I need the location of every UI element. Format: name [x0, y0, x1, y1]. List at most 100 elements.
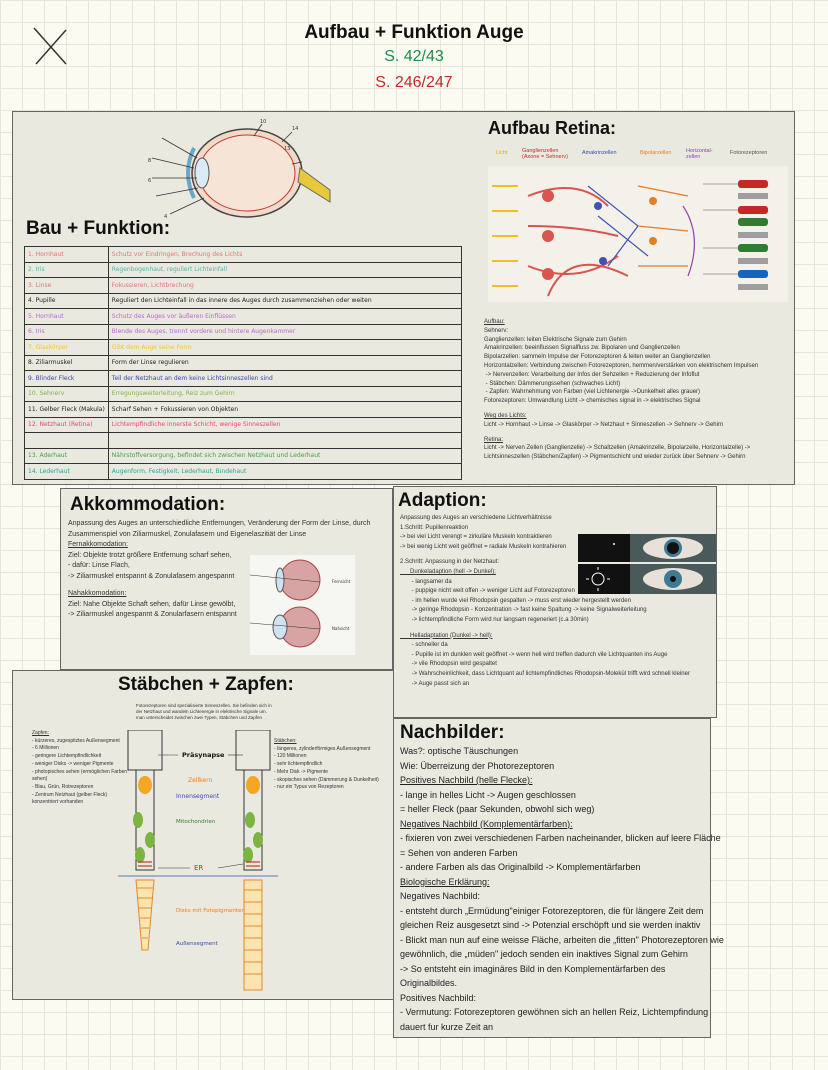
staebchen-panel — [12, 670, 394, 1000]
page-title: Aufbau + Funktion Auge — [304, 22, 524, 43]
text-line: - Blickt man nun auf eine weisse Fläche,… — [400, 934, 724, 945]
text-line: - 6 Millionen — [32, 745, 59, 752]
bau-part-name: 2. Iris — [24, 261, 109, 278]
text-line: - sehr lichtempfindlich — [274, 761, 323, 768]
text-line: sehen) — [32, 776, 48, 783]
text-line: - Stäbchen: Dämmerungssehen (schwaches L… — [484, 380, 621, 387]
fernsicht-label: Fernsicht — [332, 579, 351, 584]
text-line: -> geringe Rhodopsin - Konzentration -> … — [400, 607, 647, 614]
retina-text: Aufbau:Sehnerv:Ganglienzellen: leiten El… — [484, 318, 789, 462]
eye-photo-bright — [578, 564, 630, 594]
text-line: -> Auge passt sich an — [400, 680, 470, 687]
text-line: - nur ein Typus von Rezeptoren — [274, 784, 344, 791]
text-line: - entsteht durch „Ermüdung"einiger Fotor… — [400, 905, 704, 916]
akkommodation-title: Akkommodation: — [70, 494, 226, 515]
bau-part-function: Schutz vor Eindringen, Brechung des Lich… — [107, 246, 463, 263]
text-line: - weniger Disks -> weniger Pigmente — [32, 760, 114, 767]
label-praesynapse: Präsynapse — [182, 751, 225, 759]
text-line: - kürzeres, zugespitztes Außensegment — [32, 737, 120, 744]
text-line: Fotorezeptoren: Umwandlung Licht -> chem… — [484, 398, 701, 405]
bau-part-name: 3. Linse — [24, 277, 109, 294]
adaption-text: Anpassung des Auges an verschiedene Lich… — [400, 514, 712, 689]
text-line: - im hellen wurde viel Rhodopsin gespalt… — [400, 597, 631, 604]
text-line: - lange in helles Licht -> Augen geschlo… — [400, 789, 576, 800]
svg-text:10: 10 — [260, 119, 266, 125]
label-mitochondrien: Mitochondrien — [176, 819, 216, 825]
text-line: - photopisches sehen (ermöglichen Farben — [32, 768, 128, 775]
cross-icon — [33, 27, 67, 65]
bau-title: Bau + Funktion: — [26, 218, 171, 239]
text-line: -> So entsteht ein imaginäres Bild in de… — [400, 963, 666, 974]
label-innensegment: Innensegment — [176, 793, 220, 800]
text-line: - langsamer da — [400, 578, 452, 585]
staebchen-text: Stäbchen:- längeres, zylinderförmiges Au… — [274, 738, 386, 792]
text-line: Lichtsinneszellen (Stäbchen/Zapfen) -> P… — [484, 454, 746, 461]
bau-part-name: 7. Glaskörper — [24, 339, 109, 356]
adaption-panel — [393, 486, 717, 718]
text-line: - Vermutung: Fotorezeptoren gewöhnen sic… — [400, 1007, 709, 1017]
text-line: 1.Schritt: Pupillenreaktion — [400, 524, 469, 531]
label-zellkern: Zellkern — [188, 777, 212, 784]
text-line: - dafür: Linse Flach, — [68, 562, 130, 569]
svg-text:6: 6 — [148, 178, 151, 184]
text-line: -> Wahrscheinlichkeit, dass Lichtquant a… — [400, 670, 690, 677]
text-line: Originalbildes. — [400, 978, 458, 988]
eye-photo-pupil-dark — [630, 534, 716, 562]
akkommodation-text: Anpassung des Auges an unterschiedliche … — [68, 519, 378, 621]
text-line: Ziel: Objekte trotzt größere Entfernung … — [68, 551, 232, 559]
bau-part-name: 14. Lederhaut — [24, 463, 109, 480]
retina-col-bipolar: Bipolarzellen — [640, 150, 672, 156]
text-line: -> Nervenzellen: Verarbeitung der Infos … — [484, 371, 700, 378]
text-line: Wie: Überreizung der Photorezeptoren — [400, 760, 555, 771]
text-line: Positives Nachbild: — [400, 992, 477, 1003]
bau-part-function: Blende des Auges, trennt vordere und hin… — [107, 323, 463, 340]
table-row: 12. Netzhaut (Retina)Lichtempfindliche i… — [24, 416, 463, 433]
text-line: = heller Fleck (paar Sekunden, obwohl si… — [400, 804, 595, 814]
bau-part-name: 6. Iris — [24, 323, 109, 340]
zapfen-text: Zapfen:- kürzeres, zugespitztes Außenseg… — [32, 730, 142, 807]
bau-part-function: Scharf Sehen + Fokussieren von Objekten — [107, 401, 463, 418]
label-disks: Disks mit Fotopigmenten — [176, 908, 245, 914]
adaption-title: Adaption: — [398, 490, 487, 511]
bau-part-function: Augenform, Festigkeit, Lederhaut, Bindeh… — [107, 463, 463, 480]
text-line: -> lichtempfindliche Form wird nur langs… — [400, 616, 589, 623]
text-line: Aufbau: — [484, 319, 505, 325]
bau-part-name: 11. Gelber Fleck (Makula) — [24, 401, 109, 418]
text-line: Zapfen: — [32, 730, 49, 736]
text-line: Biologische Erklärung: — [400, 876, 490, 887]
eye-photo-dark — [578, 534, 630, 562]
text-line: Licht -> Hornhaut -> Linse -> Glaskörper… — [484, 421, 724, 428]
bau-part-function: Teil der Netzhaut an dem keine Lichtsinn… — [107, 370, 463, 387]
table-row: 11. Gelber Fleck (Makula)Scharf Sehen + … — [24, 401, 463, 418]
text-line: - andere Farben als das Originalbild -> … — [400, 862, 641, 872]
bau-part-function: Form der Linse regulieren — [107, 354, 463, 371]
text-line: - fixieren von zwei verschiedenen Farben… — [400, 833, 721, 843]
text-line: - puppige nicht weit offen -> weniger Li… — [400, 588, 575, 595]
text-line: - geringere Lichtempfindlichkeit — [32, 753, 102, 760]
text-line: Nahakkomodation: — [68, 590, 127, 597]
bau-part-function: Schutz des Auges vor äußeren Einflüssen — [107, 308, 463, 325]
label-aussensegment: Außensegment — [176, 941, 219, 947]
text-line: Bipolarzellen: sammeln Impulse der Fotor… — [484, 354, 711, 361]
text-line: Ganglienzellen: leiten Elektrische Signa… — [484, 336, 627, 343]
bau-part-function: Lichtempfindliche innerste Schicht, weni… — [107, 416, 463, 433]
retina-col-foto: Fotorezeptoren — [730, 150, 768, 156]
table-row — [24, 432, 463, 449]
text-line: Ziel: Nahe Objekte Schaft sehen, dafür L… — [68, 600, 236, 608]
text-line: Anpassung des Auges an unterschiedliche … — [68, 520, 371, 527]
bau-part-name: 13. Aderhaut — [24, 447, 109, 464]
page-ref-green: S. 42/43 — [384, 48, 444, 65]
text-line: 2.Schritt: Anpassung in der Netzhaut: — [400, 559, 500, 566]
text-line: Retina: — [484, 436, 504, 443]
retina-col-licht: Licht — [496, 150, 508, 156]
retina-col-horizontal: Horizontal-zellen — [686, 148, 713, 160]
